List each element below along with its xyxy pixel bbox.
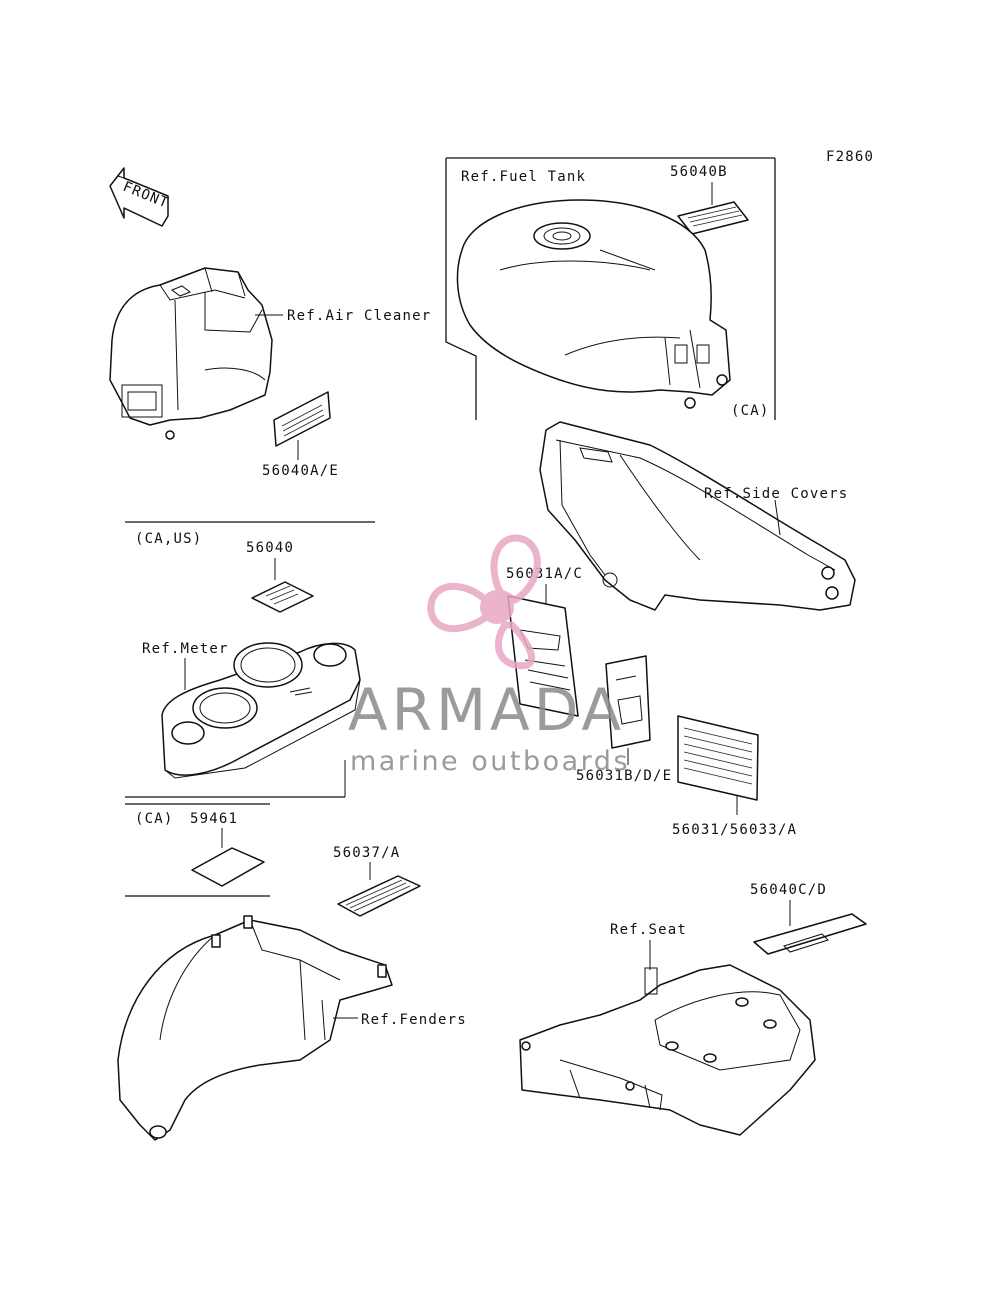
- ca-59461-group: (CA) 59461: [125, 803, 270, 897]
- figure-code: F2860: [826, 149, 874, 165]
- air-cleaner-ref-label: Ref.Air Cleaner: [287, 308, 431, 324]
- decal-56040cd: [753, 913, 867, 955]
- decal-56031-56033a: [677, 715, 759, 801]
- decal-56031bde: [605, 655, 651, 749]
- decal-56040: [251, 581, 314, 613]
- ca-us-label: (CA,US): [135, 531, 202, 547]
- part-56031-56033a-label: 56031/56033/A: [672, 822, 797, 838]
- watermark-tagline: marine outboards: [350, 746, 630, 777]
- decal-56040ae: [273, 391, 331, 447]
- fuel-tank-group: Ref.Fuel Tank 56040B (CA): [445, 157, 776, 420]
- part-56040ae-label: 56040A/E: [262, 463, 339, 479]
- part-56040b-label: 56040B: [670, 164, 728, 180]
- part-56040-label: 56040: [246, 540, 294, 556]
- side-cover-group: Ref.Side Covers: [539, 421, 856, 611]
- fuel-tank-ca-label: (CA): [731, 403, 770, 419]
- meter-ref-label: Ref.Meter: [142, 641, 229, 657]
- part-56037a-label: 56037/A: [333, 845, 400, 861]
- seat-ref-label: Ref.Seat: [610, 922, 687, 938]
- part-56031bde-label: 56031B/D/E: [576, 768, 672, 784]
- fuel-tank-ref-label: Ref.Fuel Tank: [461, 169, 586, 185]
- propeller-logo-icon: [427, 534, 541, 670]
- decal-56040b: [677, 201, 749, 235]
- part-59461-label: 59461: [190, 811, 238, 827]
- front-arrow-icon: FRONT: [109, 167, 171, 227]
- armada-watermark: ARMADA marine outboards: [348, 534, 630, 777]
- fender-group: 56037/A Ref.Fenders: [117, 845, 467, 1141]
- decal-59461: [191, 847, 265, 887]
- ca-small-label: (CA): [135, 811, 174, 827]
- fuel-tank-drawing: [456, 199, 731, 409]
- part-56040cd-label: 56040C/D: [750, 882, 827, 898]
- watermark-name: ARMADA: [348, 676, 625, 744]
- decal-56037a: [337, 875, 421, 917]
- warning-labels-group: 56031A/C 56031B/D/E 56031/56033/A: [506, 566, 797, 838]
- side-covers-ref-label: Ref.Side Covers: [704, 486, 848, 502]
- fenders-ref-label: Ref.Fenders: [361, 1012, 467, 1028]
- air-cleaner-group: Ref.Air Cleaner 56040A/E: [109, 267, 431, 479]
- meter-group: (CA,US) 56040 Ref.Meter: [125, 521, 375, 798]
- seat-group: 56040C/D Ref.Seat: [519, 882, 867, 1136]
- part-56031ac-label: 56031A/C: [506, 566, 583, 582]
